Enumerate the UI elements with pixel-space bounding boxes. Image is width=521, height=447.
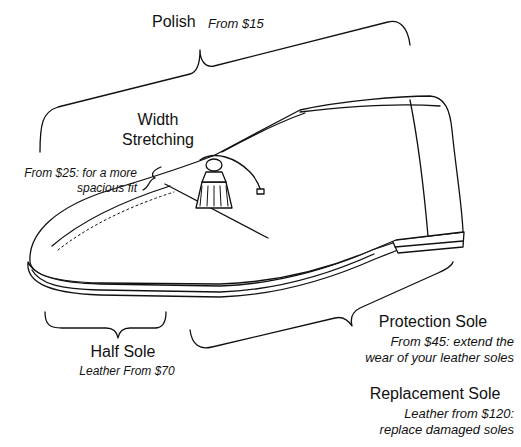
part-name: Half Sole <box>91 342 156 362</box>
text-line: wear of your leather soles <box>365 350 514 366</box>
part-name: Replacement Sole <box>370 384 501 404</box>
text-line: Width <box>122 110 194 130</box>
heel-counter-seam <box>410 100 428 236</box>
collar-lining <box>300 105 440 112</box>
text-line: replace damaged soles <box>380 422 514 438</box>
price-note: From $45: extend the wear of your leathe… <box>365 334 514 367</box>
heel-lift-line <box>395 241 463 247</box>
tassel-fringe <box>200 186 228 206</box>
text-line: From $45: extend the <box>365 334 514 350</box>
width-brace <box>143 167 161 190</box>
half-sole-brace <box>45 312 166 338</box>
lace-tip <box>257 189 264 194</box>
price-note: Leather from $120: replace damaged soles <box>380 406 514 439</box>
price-note: Leather From $70 <box>79 364 174 379</box>
price-note: From $25: for a more spacious fit <box>24 166 137 196</box>
vamp-edge <box>222 113 305 152</box>
text-line: Stretching <box>122 130 194 150</box>
tassel-skirt <box>196 182 232 208</box>
text-line: spacious fit <box>24 181 137 196</box>
text-line: From $25: for a more <box>24 166 137 181</box>
tassel-cap <box>202 172 226 182</box>
text-line: Leather from $120: <box>380 406 514 422</box>
tassel-knot <box>206 159 222 171</box>
part-name: Protection Sole <box>379 312 488 332</box>
part-name: Width Stretching <box>122 110 194 150</box>
apron-stitch <box>58 192 174 250</box>
part-name: Polish <box>152 12 196 32</box>
price-note: From $15 <box>208 16 264 32</box>
